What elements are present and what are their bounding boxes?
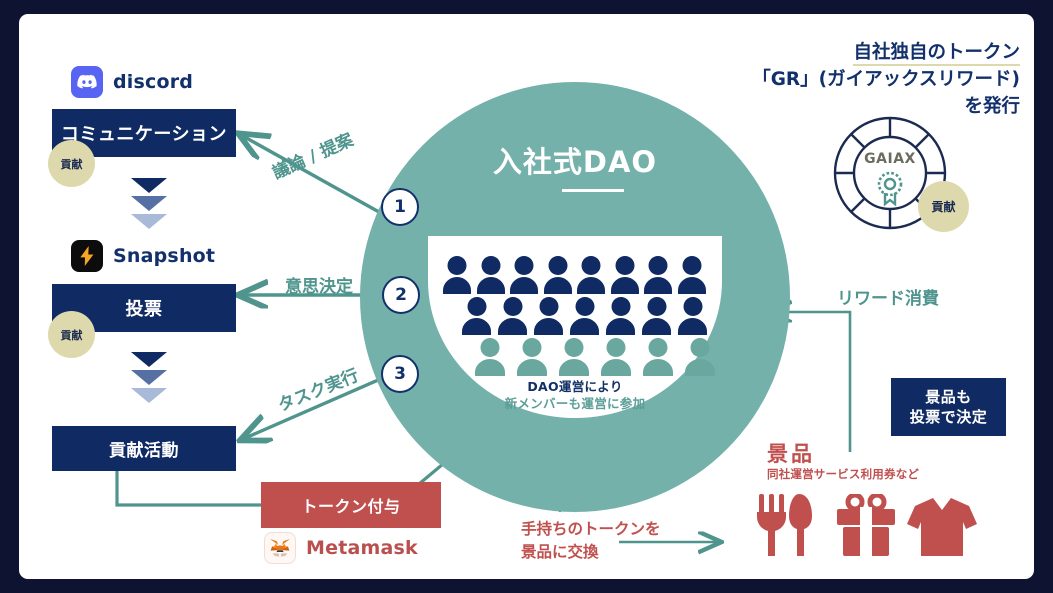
header-line2: 「GR」(ガイアックスリワード) <box>752 68 1020 90</box>
dao-title: 入社式DAO <box>492 145 658 179</box>
gaiax-coin-glyph: GAIAX <box>833 116 947 230</box>
person-icon <box>610 256 639 294</box>
step-number-1: 1 <box>381 188 419 226</box>
snapshot-label: Snapshot <box>113 245 216 267</box>
label-exchange-line1: 手持ちのトークンを <box>521 520 661 538</box>
box-prize-vote-line1: 景品も <box>925 387 972 406</box>
chevron-down-icon <box>131 352 167 367</box>
metamask-logo-row: Metamask <box>264 532 418 564</box>
box-contribution-activity[interactable]: 貢献活動 <box>52 426 236 471</box>
person-icon <box>643 338 673 376</box>
person-icon <box>517 338 547 376</box>
prizes-subtitle: 同社運営サービス利用券など <box>767 467 920 481</box>
dao-caption-line1: DAO運営により <box>527 379 623 394</box>
person-icon <box>677 256 706 294</box>
person-icon <box>462 297 491 335</box>
diagram-canvas: 入社式DAO DAO運営により 新メンバーも運営に参加 discord コミュニ… <box>19 14 1034 579</box>
fork-knife-icon <box>757 494 812 556</box>
discord-glyph <box>77 74 97 89</box>
person-icon <box>559 338 589 376</box>
lightning-glyph <box>80 246 94 266</box>
snapshot-logo-row: Snapshot <box>71 240 215 272</box>
discord-label: discord <box>113 71 194 93</box>
people-row-2 <box>462 297 707 335</box>
person-icon <box>510 256 538 294</box>
label-exchange-tokens: 手持ちのトークンを 景品に交換 <box>521 518 661 565</box>
badge-contribution-1: 貢献 <box>48 140 95 187</box>
person-icon <box>678 297 707 335</box>
gift-box-icon <box>837 492 895 556</box>
tshirt-icon <box>907 498 977 556</box>
person-icon <box>534 297 563 335</box>
person-icon <box>443 256 471 294</box>
person-icon <box>644 256 672 294</box>
person-icon <box>476 256 505 294</box>
chevron-group-1 <box>131 178 167 229</box>
discord-icon <box>71 66 103 98</box>
metamask-label: Metamask <box>306 537 418 559</box>
fox-glyph <box>270 538 290 557</box>
people-row-1 <box>443 256 706 294</box>
discord-logo-row: discord <box>71 66 193 98</box>
box-prize-vote[interactable]: 景品も 投票で決定 <box>891 378 1006 436</box>
prizes-title: 景品 <box>767 442 815 466</box>
step-number-2: 2 <box>382 276 420 314</box>
label-exchange-line2: 景品に交換 <box>521 543 599 562</box>
person-icon <box>475 338 505 376</box>
person-icon <box>498 297 527 335</box>
person-icon <box>543 256 572 294</box>
box-prize-vote-line2: 投票で決定 <box>909 408 988 426</box>
prize-icons-svg <box>757 492 977 556</box>
chevron-down-icon <box>131 178 167 193</box>
step-number-3: 3 <box>381 355 419 393</box>
line-contrib-to-token <box>115 471 261 507</box>
person-icon <box>642 297 671 335</box>
chevron-down-icon <box>131 388 167 403</box>
chevron-down-icon <box>131 370 167 385</box>
person-icon <box>601 338 631 376</box>
chevron-group-2 <box>131 352 167 403</box>
person-icon <box>577 256 605 294</box>
badge-contribution-3: 貢献 <box>918 181 969 232</box>
metamask-fox-icon <box>264 532 296 564</box>
arrow-step1 <box>241 135 380 214</box>
chevron-down-icon <box>131 214 167 229</box>
people-row-3 <box>475 338 715 376</box>
chevron-down-icon <box>131 196 167 211</box>
gaiax-token-medal-icon: GAIAX <box>831 114 949 236</box>
person-icon <box>685 338 715 376</box>
dao-caption-line2: 新メンバーも運営に参加 <box>504 396 646 411</box>
arrow-reward-consume <box>771 312 852 452</box>
box-token-grant[interactable]: トークン付与 <box>261 482 441 528</box>
svg-text:GAIAX: GAIAX <box>864 151 916 167</box>
label-reward-consume: リワード消費 <box>837 289 939 309</box>
header-line3: を発行 <box>964 95 1020 117</box>
snapshot-lightning-icon <box>71 240 103 272</box>
badge-contribution-2: 貢献 <box>48 311 95 358</box>
dao-title-rule <box>562 189 624 192</box>
header-line1-text: 自社独自のトークン <box>853 42 1020 66</box>
arrow-label-step2: 意思決定 <box>285 277 353 297</box>
header-token-text: 自社独自のトークン 「GR」(ガイアックスリワード) を発行 <box>680 40 1020 120</box>
arrow-step3 <box>243 375 386 439</box>
person-icon <box>570 297 599 335</box>
person-icon <box>606 297 635 335</box>
prize-icons-group <box>755 492 985 560</box>
header-line1: 自社独自のトークン <box>680 40 1020 67</box>
